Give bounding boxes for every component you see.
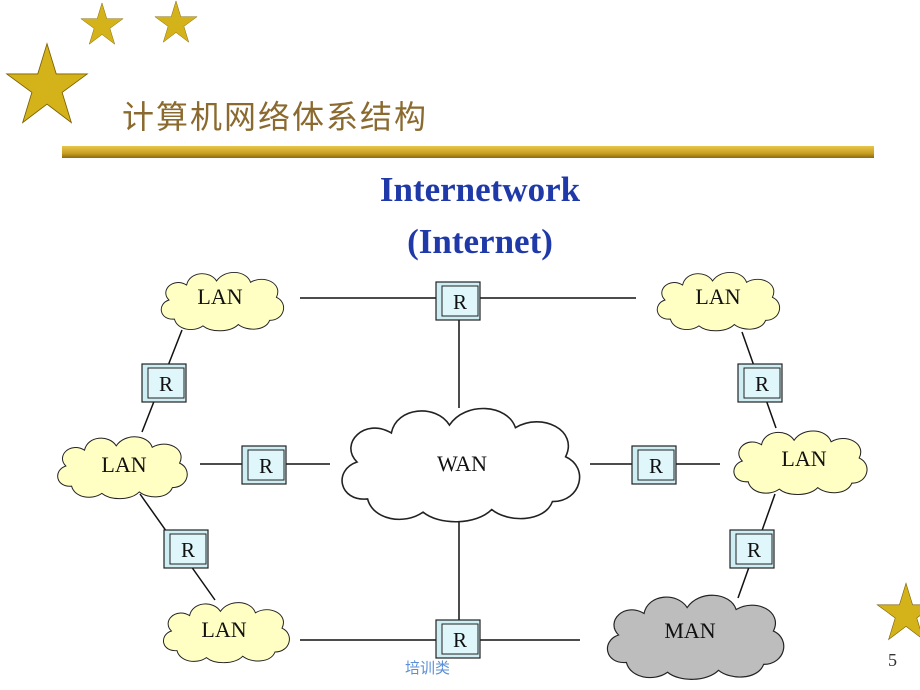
lan-label: LAN [201, 617, 246, 642]
slide-title: 计算机网络体系结构 [122, 98, 429, 136]
lan-label: LAN [695, 284, 740, 309]
lan-label: LAN [197, 284, 242, 309]
star-decoration-large [6, 43, 88, 124]
star-decoration-small-right [154, 0, 198, 43]
router-label: R [747, 538, 761, 562]
router-right-lower: R [729, 529, 775, 569]
router-left-lower: R [163, 529, 209, 569]
lan-cloud-top-right: LAN [656, 271, 781, 332]
footer-label: 培训类 [405, 659, 451, 677]
diagram-heading: Internetwork [379, 170, 581, 209]
lan-label: LAN [781, 446, 826, 471]
star-decoration-corner [876, 582, 920, 640]
lan-cloud-bottom-left: LAN [162, 602, 291, 664]
man-cloud: MAN [606, 594, 785, 681]
router-top-center: R [435, 281, 481, 321]
diagram-subheading: (Internet) [407, 222, 553, 261]
router-label: R [159, 372, 173, 396]
router-label: R [649, 454, 663, 478]
router-label: R [259, 454, 273, 478]
wan-cloud: WAN [341, 407, 581, 523]
page-number: 5 [888, 650, 897, 670]
lan-label: LAN [101, 452, 146, 477]
title-divider-bar [62, 146, 874, 158]
router-left-upper: R [141, 363, 187, 403]
wan-label: WAN [437, 451, 487, 476]
lan-cloud-top-left: LAN [160, 271, 285, 332]
router-right-upper: R [737, 363, 783, 403]
router-mid-left: R [241, 445, 287, 485]
lan-cloud-mid-left: LAN [57, 436, 188, 500]
router-bottom-center: R [435, 619, 481, 659]
star-decoration-small-left [80, 2, 124, 45]
router-label: R [453, 290, 467, 314]
man-label: MAN [664, 618, 715, 643]
lan-cloud-mid-right: LAN [733, 430, 868, 496]
router-label: R [453, 628, 467, 652]
router-label: R [755, 372, 769, 396]
router-label: R [181, 538, 195, 562]
router-mid-right: R [631, 445, 677, 485]
